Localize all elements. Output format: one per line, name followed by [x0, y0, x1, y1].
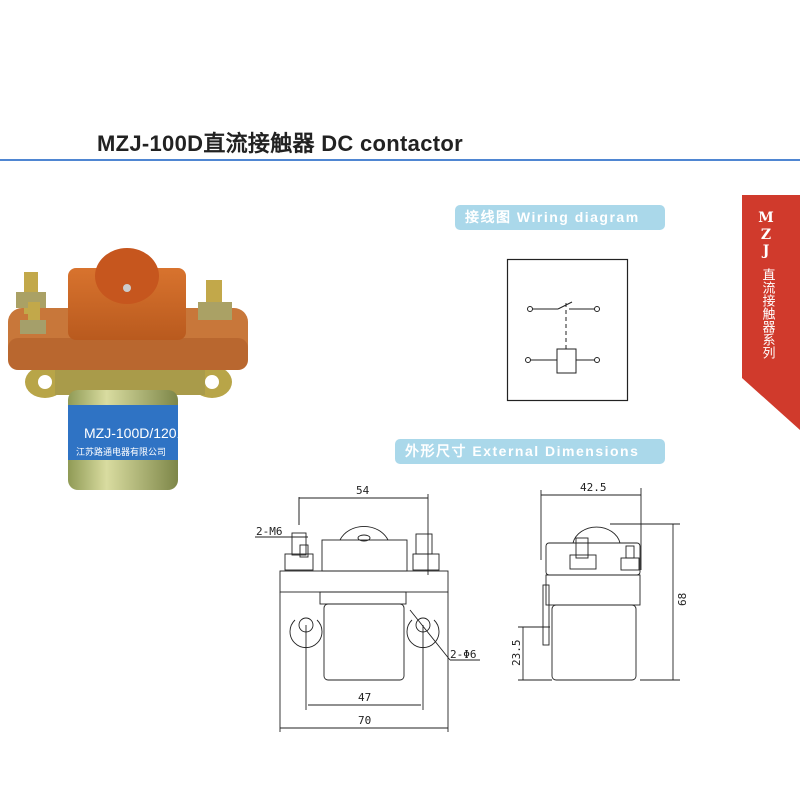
series-side-tab	[742, 195, 800, 430]
series-letter: J	[762, 243, 770, 259]
series-name: 直流接触器系列	[759, 267, 775, 359]
dim-hole: 2-Φ6	[450, 648, 477, 661]
side-view-drawing: 42.5 68 23.5	[510, 481, 689, 681]
wiring-diagram-heading: 接线图 Wiring diagram	[455, 205, 665, 230]
product-label-maker: 江苏路通电器有限公司	[76, 446, 166, 458]
series-letter: M	[758, 210, 774, 226]
dim-terminal-spacing: 54	[356, 484, 370, 497]
dim-thread: 2-M6	[256, 525, 283, 538]
wiring-diagram	[506, 258, 629, 402]
product-label-model: MZJ-100D/1201	[84, 425, 185, 441]
series-side-label: M Z J 直流接触器系列	[752, 210, 780, 359]
dim-bracket-height: 23.5	[510, 640, 523, 667]
product-photo: MZJ-100D/1201 江苏路通电器有限公司	[8, 248, 248, 490]
dim-mount-spacing: 47	[358, 691, 371, 704]
series-letter: Z	[760, 226, 772, 243]
title-divider	[0, 159, 800, 161]
page-title: MZJ-100D直流接触器 DC contactor	[97, 131, 463, 156]
dim-height: 68	[676, 593, 689, 606]
external-dimensions-heading: 外形尺寸 External Dimensions	[395, 439, 665, 464]
front-view-drawing: 54 2-M6 2-Φ6 47 70	[255, 484, 480, 732]
dim-overall-width: 70	[358, 714, 371, 727]
dim-depth: 42.5	[580, 481, 607, 494]
